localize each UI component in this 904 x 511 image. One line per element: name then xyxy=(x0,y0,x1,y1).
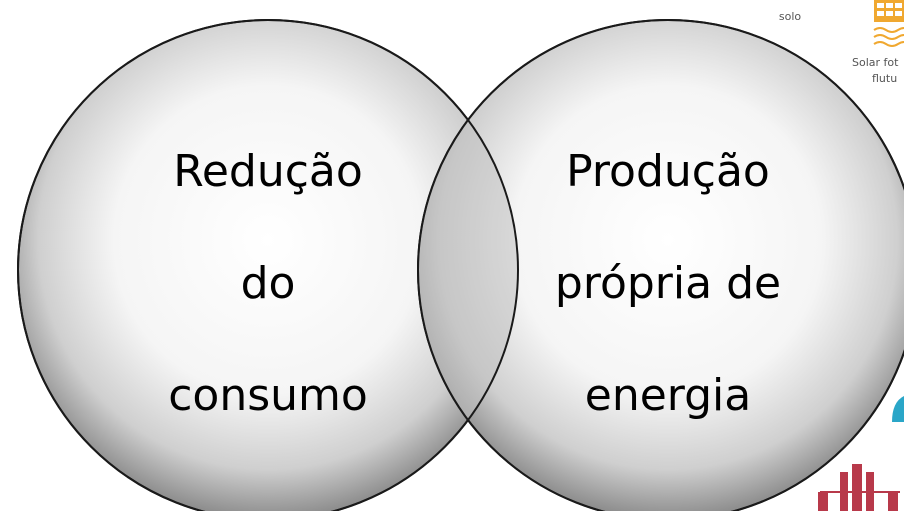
reduction-line-2: do xyxy=(240,258,296,309)
reduction-line-1: Redução xyxy=(173,146,363,197)
floating-solar-label-line1: Solar fot xyxy=(852,56,899,69)
production-line-2: própria de xyxy=(554,258,782,309)
side-panel: solo Solar fot flutu xyxy=(779,0,904,511)
production-line-3: energia xyxy=(584,370,752,421)
reduction-label: Redução do consumo xyxy=(98,0,438,511)
venn-circle-production-outline xyxy=(417,19,904,511)
production-line-1: Produção xyxy=(566,146,770,197)
production-label: Produção própria de energia xyxy=(498,0,838,511)
tower-icon xyxy=(818,464,900,511)
venn-circle-reduction-outline xyxy=(17,19,519,511)
solar-panel-icon xyxy=(873,0,904,47)
water-icon xyxy=(892,396,904,422)
solar-ground-label: solo xyxy=(779,10,802,23)
reduction-line-3: consumo xyxy=(168,370,368,421)
floating-solar-label-line2: flutu xyxy=(872,72,897,85)
